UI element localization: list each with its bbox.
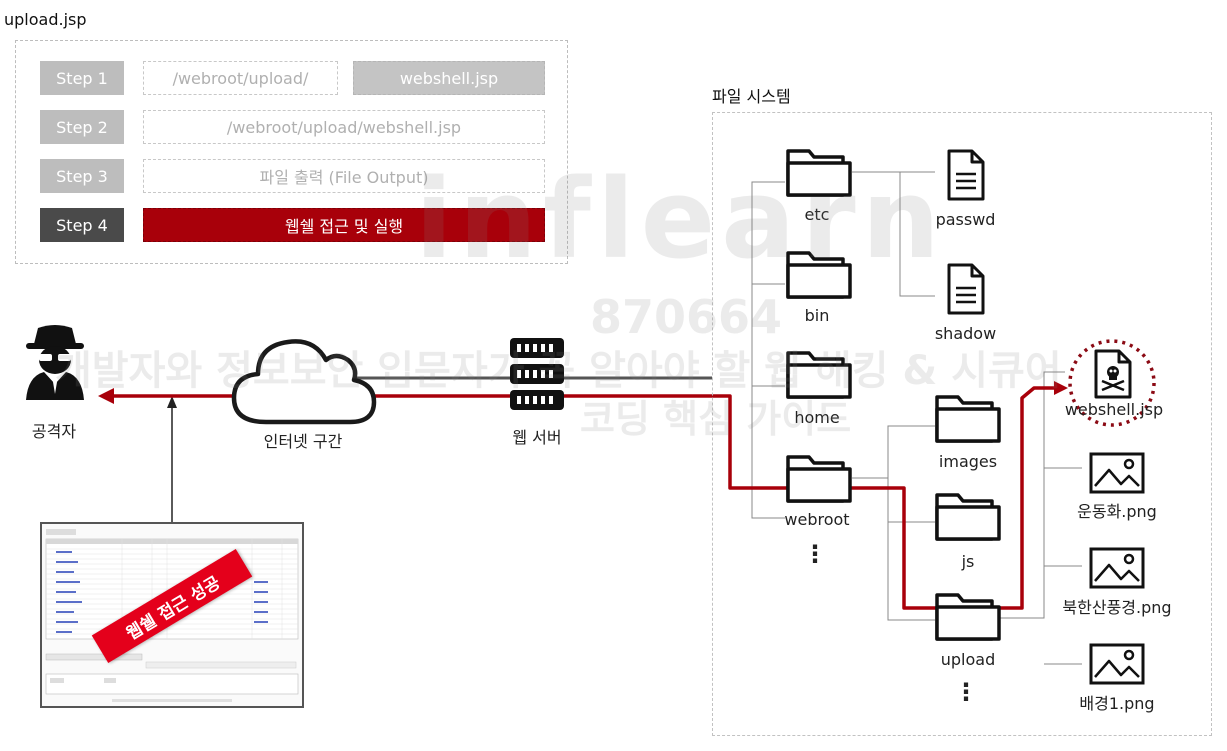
result-arrow-head — [167, 396, 177, 408]
cloud-icon — [231, 339, 377, 425]
image-file-icon-3 — [1089, 643, 1145, 685]
step-2-label: Step 2 — [40, 110, 124, 144]
file-label-image-3: 배경1.png — [1079, 694, 1155, 713]
folder-label-home: home — [794, 408, 840, 427]
folder-icon-webroot — [786, 455, 852, 503]
folder-icon-bin — [786, 251, 852, 299]
webshell-file-icon — [1094, 349, 1132, 399]
step-3-label: Step 3 — [40, 159, 124, 193]
internet-label: 인터넷 구간 — [263, 432, 343, 451]
folder-icon-etc — [786, 149, 852, 197]
root-tree-line — [751, 181, 785, 519]
folder-label-upload: upload — [940, 650, 996, 669]
step-4-value: 웹쉘 접근 및 실행 — [143, 208, 545, 242]
step-4-label: Step 4 — [40, 208, 124, 242]
image-file-icon-1 — [1089, 452, 1145, 494]
step-1-label: Step 1 — [40, 61, 124, 95]
attack-path — [112, 386, 1060, 610]
file-label-image-2: 북한산풍경.png — [1062, 598, 1172, 617]
file-icon-shadow — [947, 263, 985, 315]
folder-icon-home — [786, 351, 852, 399]
upload-tree-line — [1000, 371, 1065, 619]
webroot-more-ellipsis: ⋮ — [954, 678, 978, 706]
step-1-path: /webroot/upload/ — [143, 61, 338, 95]
upload-panel-title: upload.jsp — [4, 10, 87, 29]
folder-icon-js — [935, 493, 1001, 541]
file-label-image-1: 운동화.png — [1077, 502, 1157, 521]
folder-label-bin: bin — [804, 306, 830, 325]
step-3-value: 파일 출력 (File Output) — [143, 159, 545, 193]
step-2-value: /webroot/upload/webshell.jsp — [143, 110, 545, 144]
file-system-title: 파일 시스템 — [712, 87, 791, 106]
file-icon-passwd — [947, 149, 985, 201]
folder-icon-images — [935, 395, 1001, 443]
attack-path-arrow-left — [98, 388, 114, 404]
file-label-shadow: shadow — [934, 324, 997, 343]
image-file-icon-2 — [1089, 547, 1145, 589]
folder-label-webroot: webroot — [784, 510, 850, 529]
file-system-panel — [712, 112, 1212, 736]
attacker-icon — [26, 325, 84, 400]
folder-label-etc: etc — [804, 205, 830, 224]
file-label-passwd: passwd — [935, 210, 996, 229]
web-server-icon — [510, 338, 564, 410]
folder-label-js: js — [961, 552, 975, 571]
webroot-tree-line — [852, 425, 935, 479]
root-more-ellipsis: ⋮ — [803, 540, 827, 568]
webshell-highlight — [1068, 339, 1156, 427]
upload-steps-panel — [15, 40, 568, 264]
etc-tree-line — [852, 171, 935, 297]
step-1-file: webshell.jsp — [353, 61, 545, 95]
file-label-webshell: webshell.jsp — [1064, 400, 1164, 419]
folder-icon-upload — [935, 593, 1001, 641]
web-server-label: 웹 서버 — [512, 428, 562, 447]
folder-label-images: images — [938, 452, 998, 471]
attack-path-arrow-right — [1054, 381, 1068, 395]
attacker-label: 공격자 — [31, 422, 77, 441]
